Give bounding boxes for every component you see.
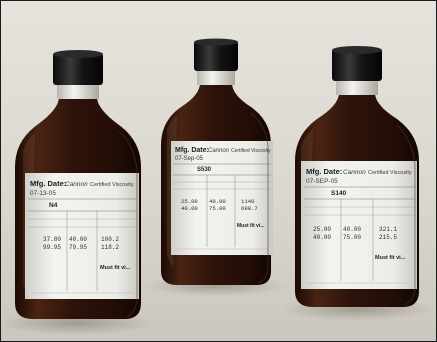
bottle-cap-liner: [336, 79, 378, 95]
label-code: S140: [331, 190, 347, 197]
label-cell: 698.7: [241, 205, 258, 212]
label-footer: Must fit vi...: [100, 265, 131, 271]
bottle-center: Mfg. Date: 07-Sep-05 Cannon Certified Vi…: [161, 38, 273, 285]
label-footer: Must fit vi...: [237, 223, 265, 229]
label-cell: 25.00: [313, 226, 331, 233]
label-brand-suffix: Certified Viscosity: [368, 170, 412, 176]
bottle-label: Mfg. Date: 07-Sep-05 Cannon Certified Vi…: [171, 141, 273, 255]
label-cell: 1140: [241, 198, 255, 205]
label-brand: Cannon: [343, 169, 366, 176]
bottle-label: Mfg. Date: 07-SEP-05 Cannon Certified Vi…: [301, 161, 417, 289]
label-cell: 25.00: [181, 198, 198, 205]
label-cell: 75.00: [209, 205, 226, 212]
label-cell: 321.1: [379, 226, 397, 233]
label-brand-suffix: Certified Viscosity: [90, 182, 134, 188]
label-date: 07-SEP-05: [306, 178, 338, 185]
label-cell: 40.00: [313, 234, 331, 241]
label-footer: Must fit vi...: [375, 255, 406, 261]
label-date: 07-13-05: [30, 190, 56, 197]
label-cell: 118.2: [101, 244, 119, 251]
label-cell: 99.95: [43, 244, 61, 251]
label-cell: 215.5: [379, 234, 397, 241]
label-cell: 40.00: [181, 205, 198, 212]
bottle-right: Mfg. Date: 07-SEP-05 Cannon Certified Vi…: [295, 46, 419, 307]
bottle-cap: [53, 53, 103, 85]
bottle-cap: [194, 41, 238, 71]
label-heading: Mfg. Date:: [30, 179, 66, 188]
bottle-cap-liner: [57, 83, 99, 99]
label-cell: 40.00: [343, 226, 361, 233]
label-cell: 40.00: [69, 236, 87, 243]
label-brand: Cannon: [208, 148, 230, 154]
label-cell: 37.80: [43, 236, 61, 243]
label-cell: 79.95: [69, 244, 87, 251]
label-cell: 40.00: [209, 198, 226, 205]
label-cell: 75.00: [343, 234, 361, 241]
bottle-label: Mfg. Date: 07-13-05 Cannon Certified Vis…: [25, 173, 139, 299]
label-date: 07-Sep-05: [175, 156, 204, 162]
label-code: S530: [197, 167, 212, 173]
label-cell: 100.2: [101, 236, 119, 243]
label-heading: Mfg. Date:: [306, 167, 342, 176]
label-brand: Cannon: [65, 181, 88, 188]
label-code: N4: [49, 202, 58, 209]
bottle-cap-liner: [197, 69, 235, 85]
label-heading: Mfg. Date:: [175, 147, 209, 154]
bottle-cap: [332, 49, 382, 81]
bottle-left: Mfg. Date: 07-13-05 Cannon Certified Vis…: [15, 50, 141, 319]
label-brand-suffix: Certified Viscosity: [231, 148, 271, 154]
